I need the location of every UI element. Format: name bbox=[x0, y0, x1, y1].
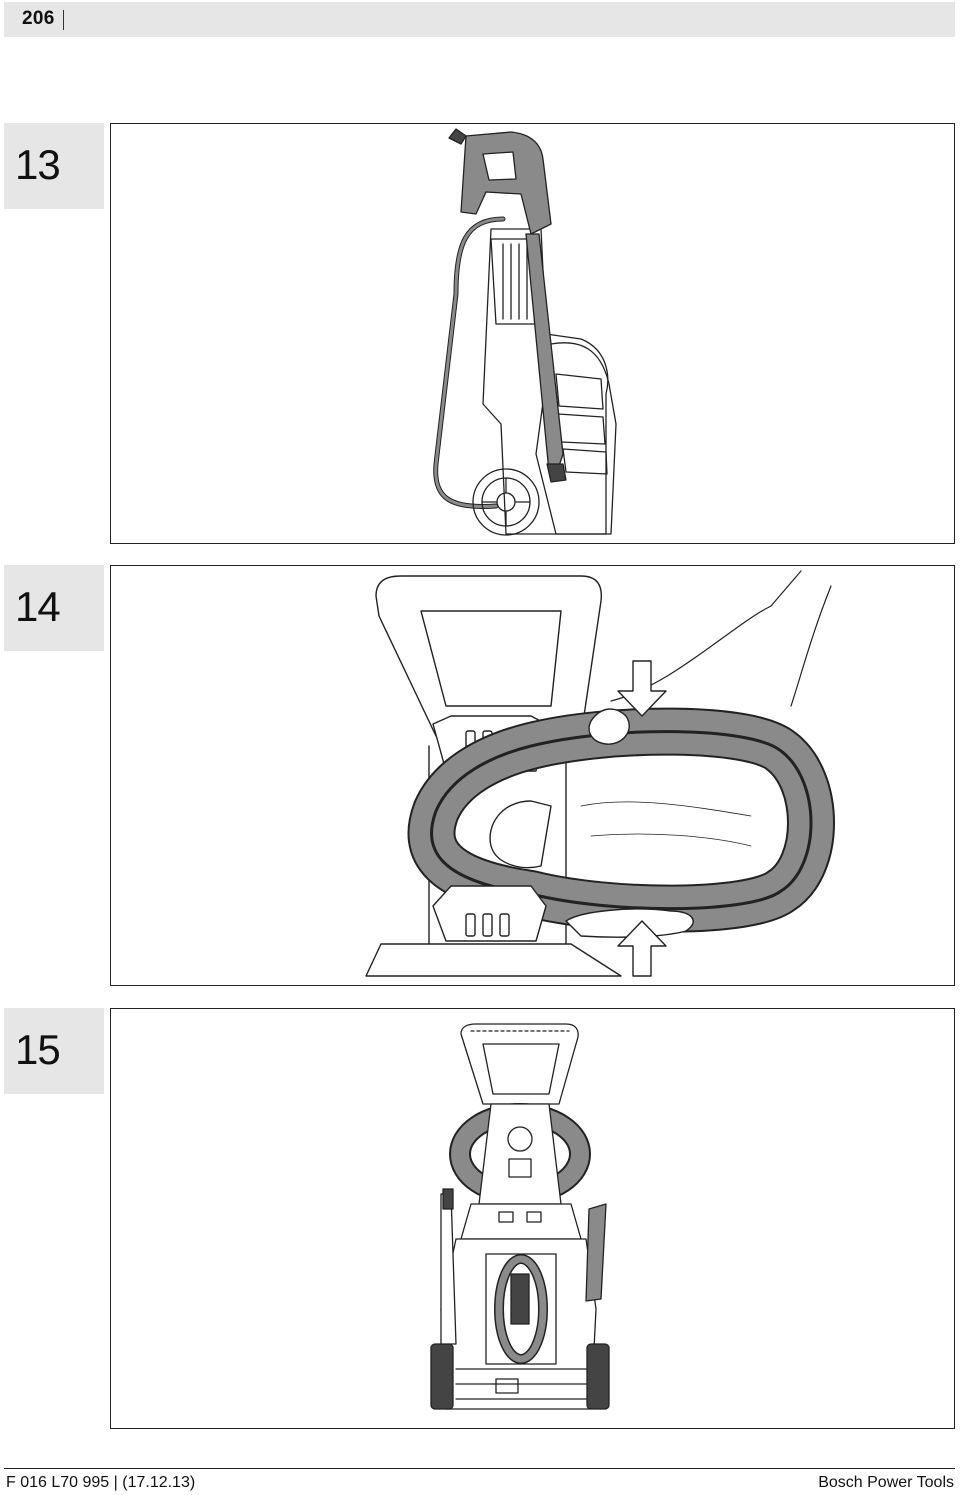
hose-winding-illustration bbox=[365, 570, 835, 977]
page-header: 206 bbox=[4, 2, 955, 37]
figure-panel-14 bbox=[110, 565, 955, 986]
hook-slot bbox=[499, 913, 510, 937]
figure-panel-15 bbox=[110, 1008, 955, 1429]
pressure-washer-side-illustration bbox=[433, 128, 617, 536]
step-label-box-15: 15 bbox=[4, 1008, 104, 1094]
hook-slot bbox=[482, 913, 493, 937]
figure-panel-13 bbox=[110, 123, 955, 544]
step-number-13: 13 bbox=[15, 141, 61, 188]
footer-rule bbox=[4, 1468, 955, 1469]
page-number: 206 bbox=[22, 8, 55, 29]
hook-slot bbox=[465, 913, 476, 937]
step-number-14: 14 bbox=[15, 583, 61, 630]
arrow-down-icon bbox=[617, 660, 667, 717]
header-divider bbox=[63, 10, 64, 30]
step-label-box-14: 14 bbox=[4, 565, 104, 651]
step-label-box-13: 13 bbox=[4, 123, 104, 209]
step-number-15: 15 bbox=[15, 1026, 61, 1073]
arrow-up-icon bbox=[617, 920, 667, 977]
footer-brand: Bosch Power Tools bbox=[818, 1474, 954, 1491]
footer-doc-code: F 016 L70 995 | (17.12.13) bbox=[6, 1474, 196, 1491]
pressure-washer-rear-illustration bbox=[430, 1023, 610, 1410]
